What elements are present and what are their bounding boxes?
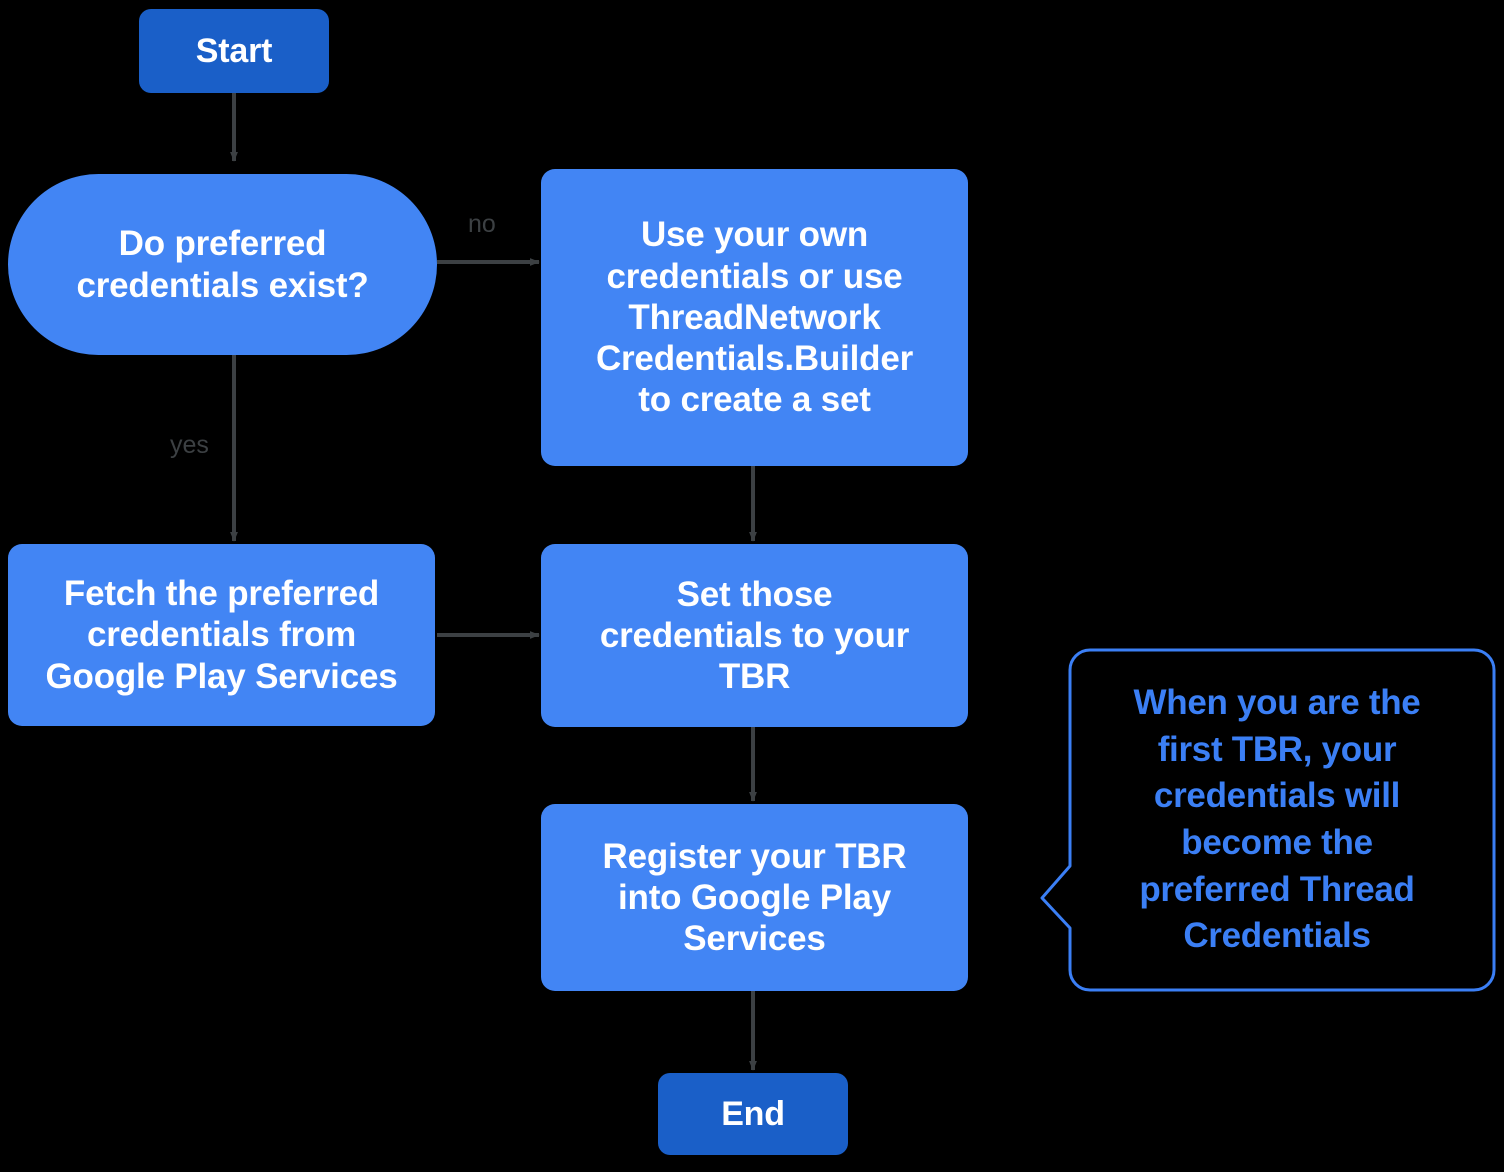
callout-text: When you are the first TBR, your credent… — [1133, 683, 1421, 956]
node-register-label: Register your TBR into Google Play Servi… — [602, 836, 907, 959]
node-own-label: Use your own credentials or use ThreadNe… — [595, 215, 914, 420]
callout-first-tbr-note: When you are the first TBR, your credent… — [1042, 650, 1494, 990]
node-decision-label: Do preferred credentials exist? — [76, 224, 369, 305]
node-end-label: End — [721, 1094, 785, 1133]
node-register-tbr[interactable]: Register your TBR into Google Play Servi… — [541, 804, 968, 991]
node-end[interactable]: End — [658, 1073, 848, 1155]
node-set-label: Set those credentials to your TBR — [599, 574, 910, 697]
edge-label-yes: yes — [170, 431, 209, 459]
node-use-your-own-credentials[interactable]: Use your own credentials or use ThreadNe… — [541, 169, 968, 466]
node-start-label: Start — [195, 31, 273, 70]
node-set-credentials-to-tbr[interactable]: Set those credentials to your TBR — [541, 544, 968, 727]
node-fetch-label: Fetch the preferred credentials from Goo… — [45, 574, 398, 696]
node-start[interactable]: Start — [139, 9, 329, 93]
node-do-preferred-credentials-exist[interactable]: Do preferred credentials exist? — [8, 174, 437, 355]
node-fetch-preferred-credentials[interactable]: Fetch the preferred credentials from Goo… — [8, 544, 435, 726]
edge-label-no: no — [468, 210, 496, 238]
